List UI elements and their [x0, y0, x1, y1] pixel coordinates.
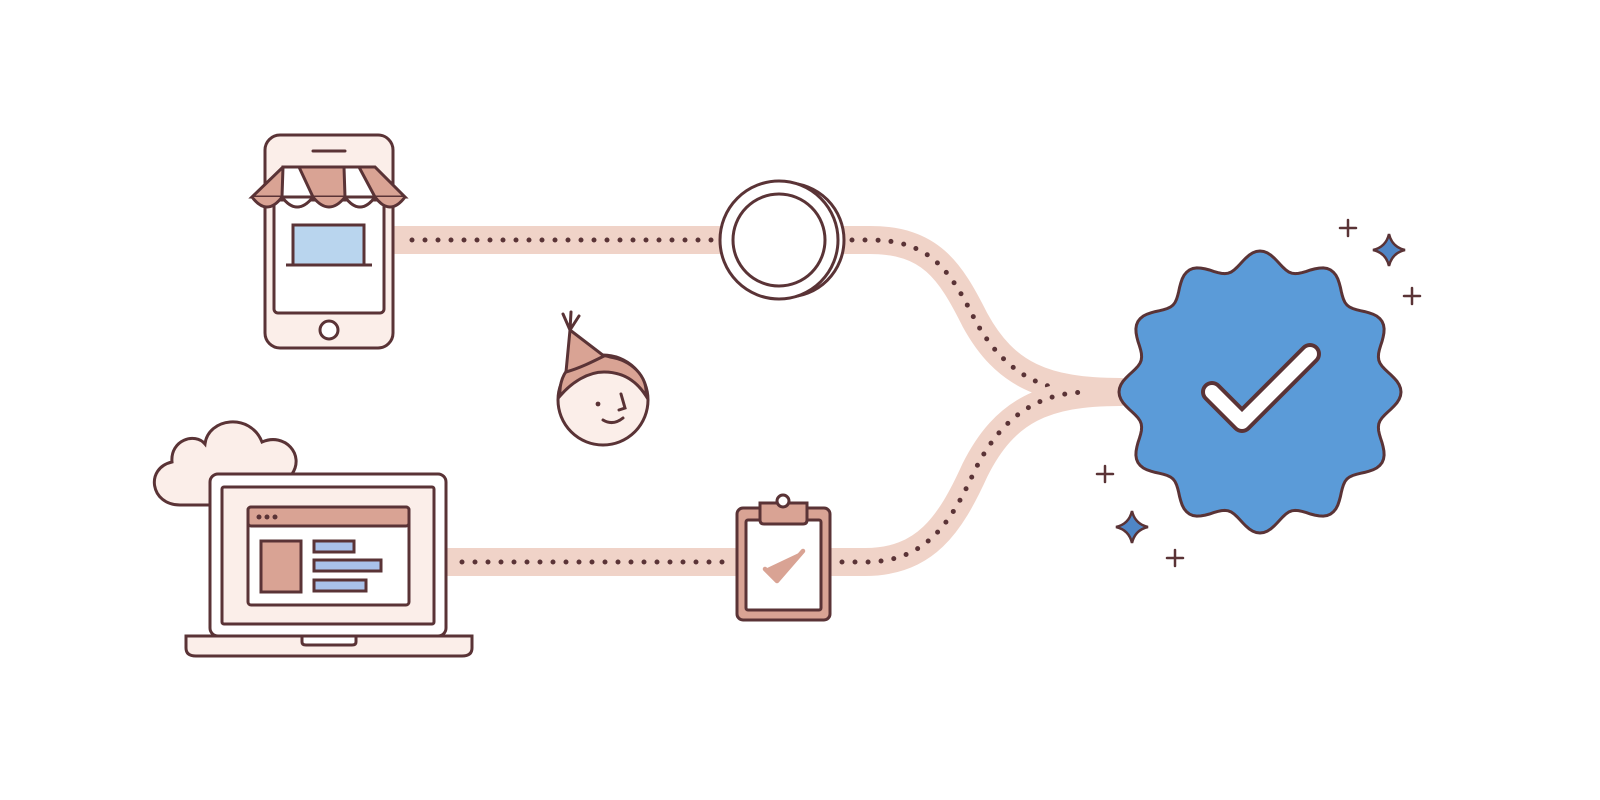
- twinkle-icon: [1165, 548, 1185, 568]
- clipboard-check-icon: [735, 493, 832, 622]
- sparkles: [1095, 218, 1422, 568]
- twinkle-icon: [1402, 286, 1422, 306]
- twinkle-icon: [1338, 218, 1358, 238]
- bottom-connector-path: [434, 378, 1134, 576]
- sparkle-icon: [1115, 510, 1149, 544]
- party-hat-face-icon: [556, 310, 650, 447]
- coin-icon: [718, 179, 846, 301]
- laptop-browser-icon: [184, 472, 474, 658]
- mobile-store-icon: [248, 133, 409, 350]
- sparkle-icon: [1372, 233, 1406, 267]
- twinkle-icon: [1095, 464, 1115, 484]
- top-path-dots: [409, 237, 1093, 395]
- verified-badge-icon: [1117, 249, 1403, 535]
